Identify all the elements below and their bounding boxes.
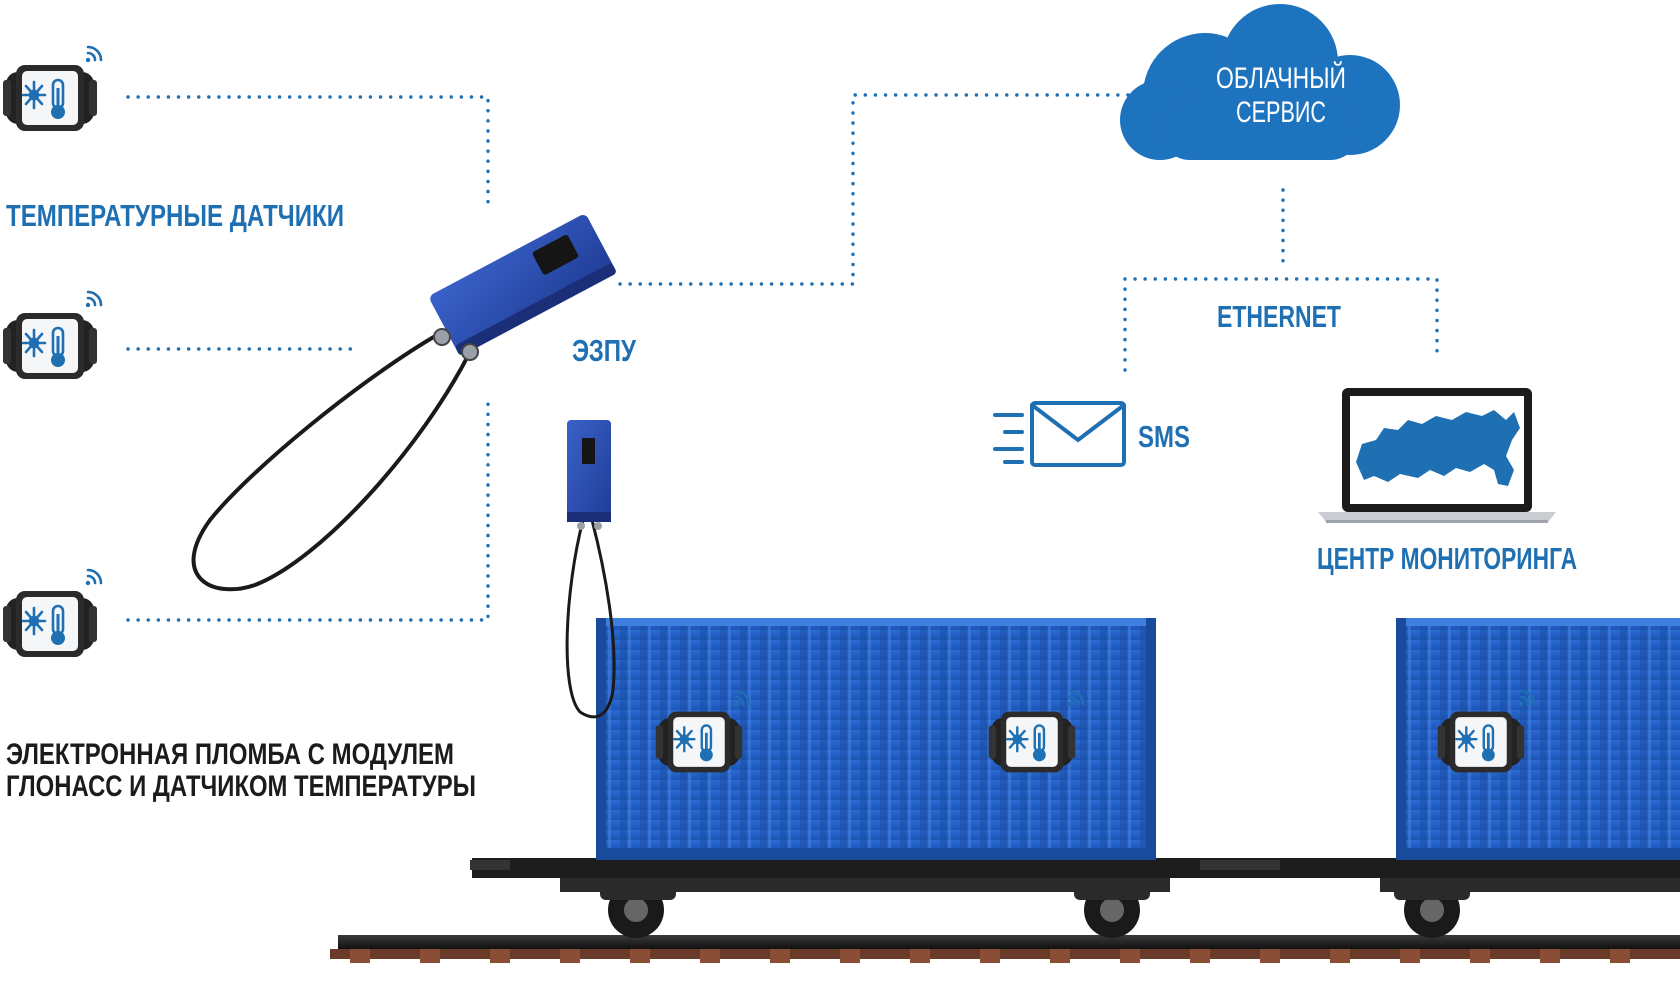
temperature-sensor-icon (1, 63, 99, 133)
seal-device-icon (565, 420, 616, 719)
cloud-icon (1120, 4, 1400, 160)
temperature-sensor-icon (1436, 710, 1526, 774)
seal-device-icon (191, 215, 616, 592)
wifi-icon (84, 290, 103, 309)
ethernet-label: ETHERNET (1217, 299, 1341, 334)
laptop-icon (1318, 388, 1556, 523)
wifi-icon (84, 568, 103, 587)
temperature-sensors-label: ТЕМПЕРАТУРНЫЕ ДАТЧИКИ (6, 198, 344, 233)
rail-track (330, 935, 1680, 963)
sms-label: SMS (1138, 419, 1190, 454)
ezpu-label: ЭЗПУ (572, 333, 637, 368)
cloud-service-line1: ОБЛАЧНЫЙ (1216, 61, 1346, 95)
russia-map-icon (1356, 410, 1520, 486)
seal-description-line1: ЭЛЕКТРОННАЯ ПЛОМБА С МОДУЛЕМ (6, 738, 454, 771)
temperature-sensor-icon (987, 710, 1077, 774)
railcar-chassis (470, 858, 1680, 938)
envelope-icon (993, 401, 1126, 467)
temperature-sensor-icon (1, 589, 99, 659)
temperature-sensor-icon (1, 311, 99, 381)
cloud-service-line2: СЕРВИС (1236, 96, 1326, 129)
monitoring-center-label: ЦЕНТР МОНИТОРИНГА (1317, 541, 1577, 576)
wifi-icon (84, 45, 103, 64)
seal-description-line2: ГЛОНАСС И ДАТЧИКОМ ТЕМПЕРАТУРЫ (6, 770, 476, 803)
temperature-sensor-icon (654, 710, 744, 774)
connection-lines (126, 93, 1439, 622)
